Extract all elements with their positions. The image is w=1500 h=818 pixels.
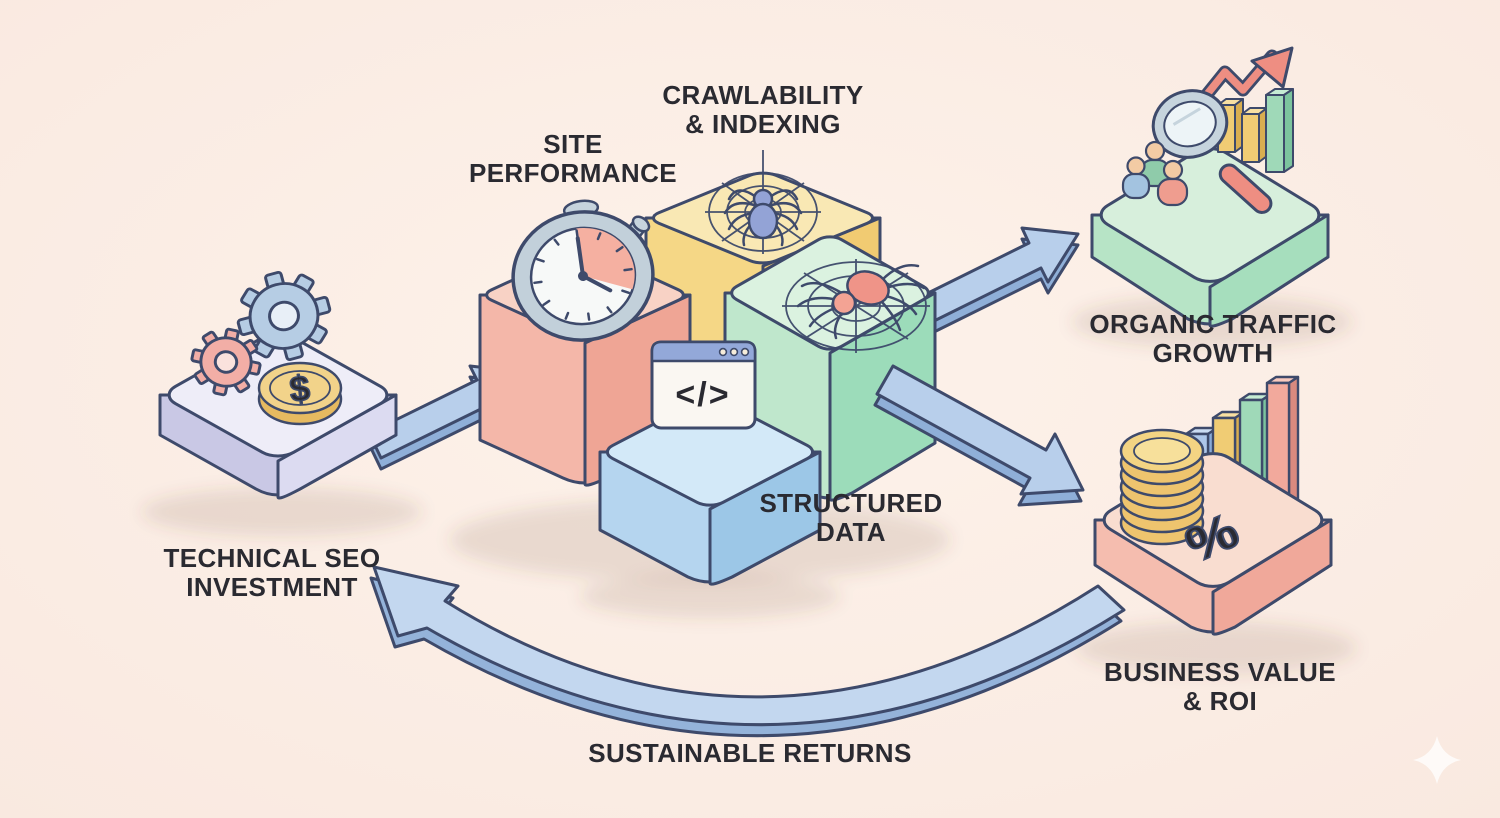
arrow-to-business-value — [873, 364, 1085, 507]
growth-arrow-icon — [1189, 46, 1294, 115]
node-site-performance-cube — [478, 199, 692, 487]
label-sustainable-returns: SUSTAINABLE RETURNS — [588, 738, 911, 768]
label-line: CRAWLABILITY — [662, 80, 863, 110]
node-organic-traffic-platform — [1090, 46, 1330, 328]
sparkle-icon — [1413, 736, 1461, 784]
arrow-sustainable-returns — [369, 565, 1126, 738]
spider-icon — [723, 188, 803, 247]
users-icon — [1121, 140, 1189, 207]
labels: TECHNICAL SEO INVESTMENT SITE PERFORMANC… — [163, 80, 1336, 768]
code-window-icon: </> — [650, 340, 757, 430]
node-business-value-platform: % — [1093, 375, 1333, 636]
magnifier-icon — [1151, 89, 1273, 214]
label-line: INVESTMENT — [186, 572, 358, 602]
label-structured-data: STRUCTURED DATA — [759, 488, 942, 547]
stopwatch-icon — [511, 199, 655, 342]
spider-icon — [796, 264, 926, 340]
label-line: DATA — [816, 517, 886, 547]
label-line: SITE — [543, 129, 602, 159]
label-line: ORGANIC TRAFFIC — [1089, 309, 1336, 339]
window-dots-icon — [718, 347, 750, 357]
node-structured-data-cube: </> — [598, 340, 822, 586]
dollar-coin-icon: $ — [257, 361, 343, 426]
label-crawlability-indexing: CRAWLABILITY & INDEXING — [662, 80, 863, 139]
code-glyph: </> — [675, 376, 730, 414]
label-line: BUSINESS VALUE — [1104, 657, 1336, 687]
dollar-glyph: $ — [288, 367, 313, 410]
node-technical-seo-investment: $ — [158, 270, 398, 500]
label-organic-traffic-growth: ORGANIC TRAFFIC GROWTH — [1089, 309, 1336, 368]
label-technical-seo-investment: TECHNICAL SEO INVESTMENT — [163, 543, 380, 602]
arrow-to-organic-traffic — [920, 226, 1080, 334]
label-line: GROWTH — [1153, 338, 1274, 368]
label-business-value-roi: BUSINESS VALUE & ROI — [1104, 657, 1336, 716]
label-line: & ROI — [1183, 686, 1257, 716]
coin-stack-icon — [1119, 428, 1205, 546]
label-line: PERFORMANCE — [469, 158, 677, 188]
label-line: TECHNICAL SEO — [163, 543, 380, 573]
label-site-performance: SITE PERFORMANCE — [469, 129, 677, 188]
gear-icon — [190, 327, 262, 397]
gear-icon — [236, 270, 332, 362]
label-line: & INDEXING — [685, 109, 841, 139]
label-line: STRUCTURED — [759, 488, 942, 518]
